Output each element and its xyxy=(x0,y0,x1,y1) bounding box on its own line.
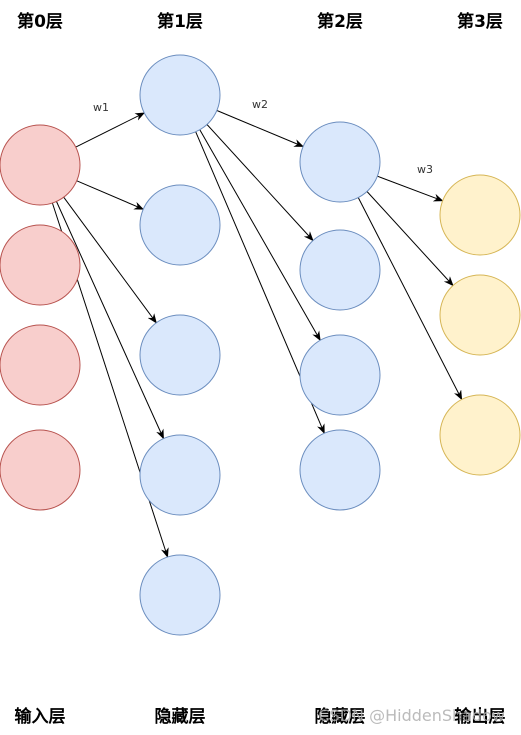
node-layer-2-0 xyxy=(299,121,381,203)
watermark: CSDN @HiddenShadow xyxy=(318,706,505,725)
node-layer-3-2 xyxy=(439,394,521,476)
edge-2-0-to-3-2 xyxy=(357,197,463,401)
layer-1-title: 第1层 xyxy=(157,11,203,32)
layer-0-title: 第0层 xyxy=(17,11,63,32)
layer-1-caption: 隐藏层 xyxy=(155,706,206,727)
weight-label-w3: w3 xyxy=(417,163,433,176)
node-layer-0-0 xyxy=(0,124,81,206)
layer-0-caption: 输入层 xyxy=(15,706,66,727)
node-layer-3-1 xyxy=(439,274,521,356)
layer-3-caption: 输出层 xyxy=(455,706,506,727)
layer-3-title: 第3层 xyxy=(457,11,503,32)
node-layer-0-2 xyxy=(0,324,81,406)
edge-0-0-to-1-0 xyxy=(75,112,146,148)
node-layer-2-3 xyxy=(299,429,381,511)
node-layer-0-1 xyxy=(0,224,81,306)
edge-2-0-to-3-1 xyxy=(366,191,454,287)
node-layer-1-2 xyxy=(139,314,221,396)
edges-group xyxy=(51,110,463,558)
edge-0-0-to-1-1 xyxy=(76,180,145,210)
weight-label-w1: w1 xyxy=(93,101,109,114)
node-layer-0-3 xyxy=(0,429,81,511)
node-layer-1-3 xyxy=(139,434,221,516)
node-layer-3-0 xyxy=(439,174,521,256)
edge-0-0-to-1-2 xyxy=(63,196,157,324)
node-layer-1-4 xyxy=(139,554,221,636)
edge-1-0-to-2-0 xyxy=(216,110,305,147)
edge-1-0-to-2-1 xyxy=(206,124,314,242)
node-layer-1-0 xyxy=(139,54,221,136)
layer-2-caption: 隐藏层 xyxy=(315,706,366,727)
edge-1-0-to-2-2 xyxy=(199,129,321,342)
node-layer-2-2 xyxy=(299,334,381,416)
weight-label-w2: w2 xyxy=(252,98,268,111)
nodes-group xyxy=(0,54,521,636)
edge-0-0-to-1-3 xyxy=(56,201,164,440)
node-layer-1-1 xyxy=(139,184,221,266)
node-layer-2-1 xyxy=(299,229,381,311)
layer-2-title: 第2层 xyxy=(317,11,363,32)
edge-2-0-to-3-0 xyxy=(377,175,444,202)
